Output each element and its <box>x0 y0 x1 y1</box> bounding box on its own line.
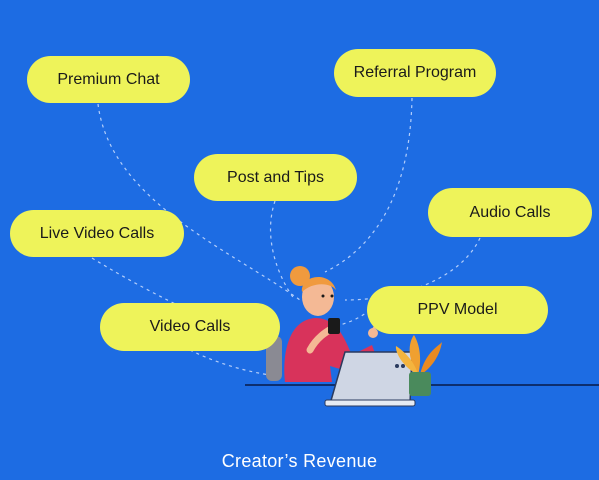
connector-video-calls <box>189 349 271 376</box>
connector-referral-program <box>324 97 413 273</box>
connector-audio-calls <box>344 237 481 301</box>
head <box>302 278 334 316</box>
diagram-caption: Creator’s Revenue <box>221 451 378 471</box>
node-audio-calls: Audio Calls <box>428 188 592 237</box>
node-post-and-tips: Post and Tips <box>194 154 357 201</box>
node-referral-program: Referral Program <box>334 49 496 97</box>
laptop <box>329 351 413 405</box>
node-live-video-calls: Live Video Calls <box>10 210 184 257</box>
node-ppv-model: PPV Model <box>367 286 548 334</box>
plant <box>395 335 442 396</box>
chair <box>266 336 282 381</box>
phone <box>328 318 340 334</box>
connector-premium-chat <box>97 103 301 301</box>
connector-post-and-tips <box>269 200 296 301</box>
hair-bun <box>290 266 310 286</box>
node-video-calls: Video Calls <box>100 303 280 351</box>
node-premium-chat: Premium Chat <box>27 56 190 103</box>
